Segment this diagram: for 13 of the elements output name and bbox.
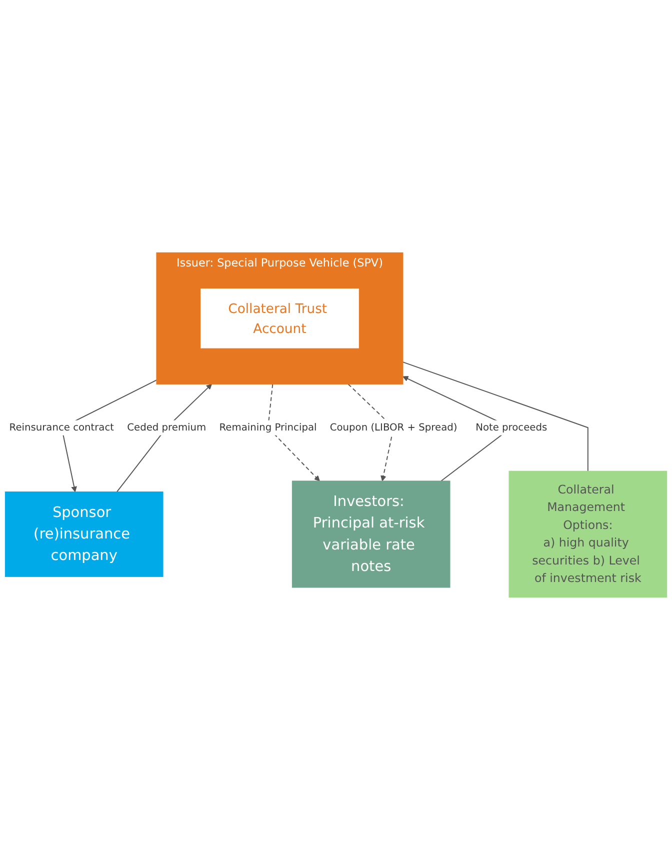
arrow bbox=[348, 384, 394, 482]
node-box: Sponsor (re)insurance company bbox=[4, 492, 164, 577]
edge-label: Ceded premium bbox=[127, 422, 206, 434]
arrow bbox=[116, 384, 212, 492]
edge-label: Remaining Principal bbox=[219, 422, 317, 434]
connector bbox=[402, 362, 588, 472]
edge-label: Note proceeds bbox=[476, 422, 548, 434]
edge-label: Reinsurance contract bbox=[9, 422, 114, 434]
node-box: Collateral Trust Account bbox=[200, 288, 359, 348]
node-box: Investors: Principal at-risk variable rate notes bbox=[292, 480, 450, 588]
edge-label: Coupon (LIBOR + Spread) bbox=[330, 422, 458, 434]
node-box: Collateral Management Options: a) high quality securities b) Level of investment risk bbox=[508, 470, 668, 598]
arrow bbox=[268, 384, 320, 482]
